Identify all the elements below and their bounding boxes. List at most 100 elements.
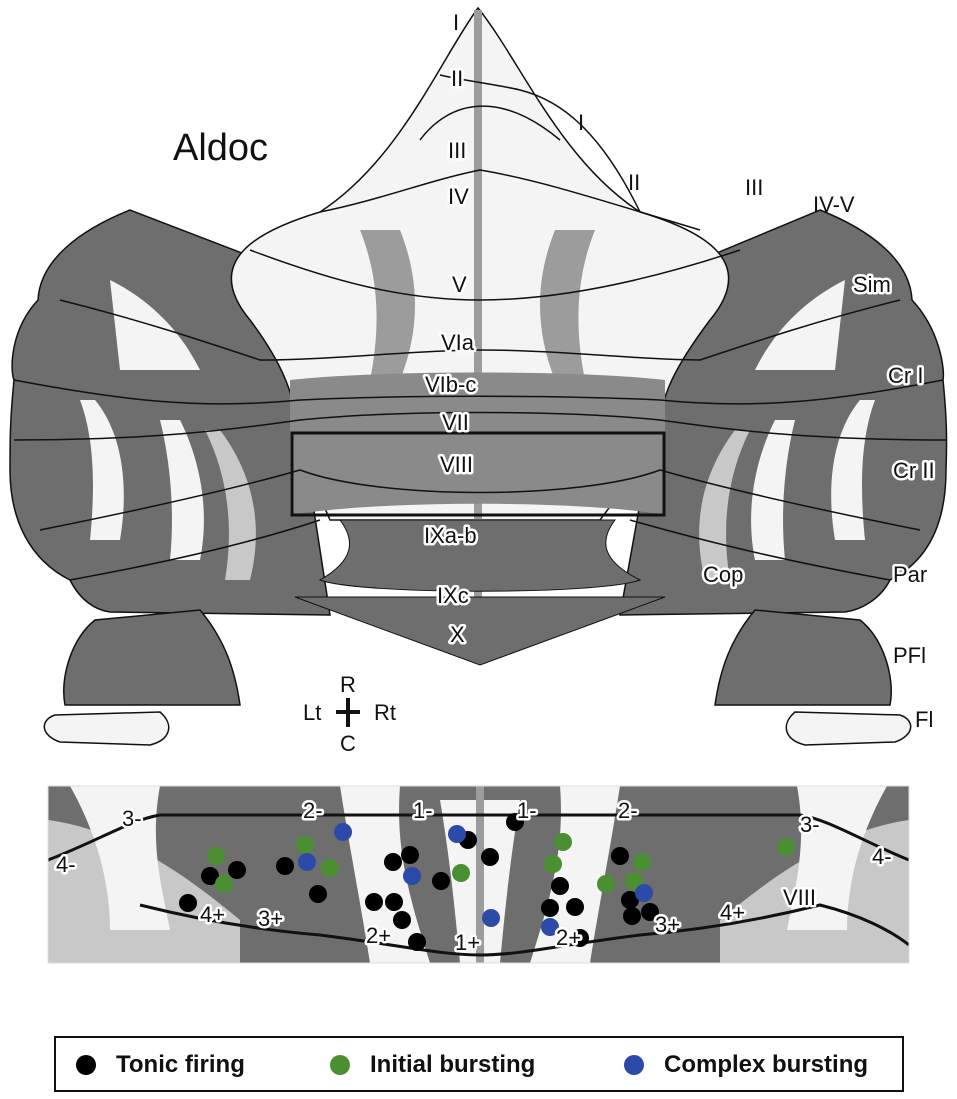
- right-white-zone: [751, 280, 875, 560]
- neuron-initial: [207, 847, 225, 865]
- orientation-rostral: R: [340, 672, 356, 697]
- label-III: III: [448, 138, 466, 163]
- neuron-tonic: [179, 894, 197, 912]
- label-I: I: [453, 10, 459, 35]
- zoom-labels: 3- 2- 1- 1- 2- 3- 4- 4- 4+ 3+ 2+ 1+ 2+ 3…: [54, 796, 895, 958]
- label-IV: IV: [448, 184, 469, 209]
- legend-item-complex: Complex bursting: [624, 1051, 868, 1079]
- orientation-left: Lt: [303, 700, 321, 725]
- legend-item-initial: Initial bursting: [330, 1051, 535, 1079]
- orientation-right: Rt: [374, 700, 396, 725]
- label-Cop: Cop: [703, 562, 743, 587]
- zoom-white-left: [70, 786, 170, 930]
- stripe-label: 1-: [413, 798, 433, 823]
- legend-label-tonic: Tonic firing: [116, 1051, 245, 1078]
- neuron-initial: [625, 872, 643, 890]
- neuron-tonic: [506, 813, 524, 831]
- orientation-cross: R C Lt Rt: [303, 672, 396, 756]
- neuron-tonic: [551, 877, 569, 895]
- stripe-label: 4+: [720, 900, 745, 925]
- label-Fl: Fl: [915, 707, 933, 732]
- neuron-complex: [448, 825, 466, 843]
- zoom-panel: 3- 2- 1- 1- 2- 3- 4- 4- 4+ 3+ 2+ 1+ 2+ 3…: [47, 785, 910, 964]
- label-V: V: [452, 272, 467, 297]
- label-II-right: II: [628, 170, 640, 195]
- zoom-top-boundary: [48, 813, 909, 862]
- label-PFl: PFl: [893, 643, 926, 668]
- neuron-tonic: [365, 893, 383, 911]
- label-III-right: III: [745, 175, 763, 200]
- neuron-initial: [554, 833, 572, 851]
- stripe-label: 2+: [556, 925, 581, 950]
- legend-label-initial: Initial bursting: [370, 1051, 536, 1078]
- vermis-stripe-right: [540, 230, 595, 380]
- label-X: X: [450, 622, 465, 647]
- cerebellum-map: Aldoc I II III IV V VIa VIb-c VII VIII I…: [9, 6, 948, 756]
- label-VIII: VIII: [440, 452, 473, 477]
- legend-dot-complex: [624, 1055, 644, 1075]
- label-CrII: Cr II: [893, 458, 935, 483]
- neuron-complex: [482, 909, 500, 927]
- lobule-X: [294, 596, 666, 666]
- stripe-label: 4-: [56, 852, 76, 877]
- neuron-tonic: [641, 903, 659, 921]
- legend-item-tonic: Tonic firing: [76, 1051, 245, 1079]
- neuron-tonic: [566, 898, 584, 916]
- label-IV-V: IV-V: [813, 192, 855, 217]
- neuron-tonic: [228, 861, 246, 879]
- stripe-label: 3+: [258, 906, 283, 931]
- legend-label-complex: Complex bursting: [664, 1051, 869, 1078]
- right-flocculus: [785, 711, 912, 746]
- neuron-initial: [544, 855, 562, 873]
- neuron-tonic: [408, 933, 426, 951]
- neurons: [179, 813, 795, 951]
- lobule-IX: [318, 519, 642, 592]
- label-VIa: VIa: [441, 330, 475, 355]
- neuron-tonic: [432, 872, 450, 890]
- neuron-complex: [635, 884, 653, 902]
- zoom-region-box: [290, 431, 666, 517]
- legend-dot-initial: [330, 1055, 350, 1075]
- stripe-label: 1+: [455, 930, 480, 955]
- orientation-caudal: C: [340, 731, 356, 756]
- neuron-initial: [633, 853, 651, 871]
- neuron-initial: [452, 864, 470, 882]
- neuron-initial: [597, 875, 615, 893]
- neuron-tonic: [611, 847, 629, 865]
- neuron-tonic: [393, 911, 411, 929]
- label-Par: Par: [893, 562, 927, 587]
- neuron-tonic: [623, 907, 641, 925]
- stripe-label: 4-: [872, 844, 892, 869]
- lobule-VIb-VIII-band: [290, 372, 665, 515]
- figure-title: Aldoc: [173, 127, 268, 169]
- neuron-initial: [777, 838, 795, 856]
- vermis-stripe-left: [360, 230, 415, 380]
- neuron-initial: [296, 836, 314, 854]
- neuron-complex: [334, 823, 352, 841]
- neuron-tonic: [276, 857, 294, 875]
- stripe-label: 2-: [618, 798, 638, 823]
- label-VII: VII: [442, 410, 469, 435]
- label-I-right: I: [578, 110, 584, 135]
- label-Sim: Sim: [853, 272, 891, 297]
- neuron-tonic: [481, 848, 499, 866]
- neuron-complex: [403, 867, 421, 885]
- stripe-label: 3+: [655, 912, 680, 937]
- zoom-bottom-boundary: [139, 903, 909, 957]
- neuron-complex: [298, 853, 316, 871]
- label-IXa-b: IXa-b: [424, 523, 477, 548]
- neuron-tonic: [201, 867, 219, 885]
- neuron-complex: [541, 918, 559, 936]
- neuron-tonic: [571, 929, 589, 947]
- label-CrI: Cr I: [888, 363, 923, 388]
- neuron-tonic: [621, 891, 639, 909]
- stripe-label: 3-: [800, 812, 820, 837]
- right-paraflocculus: [714, 609, 892, 706]
- neuron-initial: [321, 859, 339, 877]
- stripe-label: 2+: [366, 923, 391, 948]
- stripe-label: 2-: [303, 798, 323, 823]
- label-VIb-c: VIb-c: [425, 372, 476, 397]
- neuron-initial: [215, 875, 233, 893]
- neuron-tonic: [401, 846, 419, 864]
